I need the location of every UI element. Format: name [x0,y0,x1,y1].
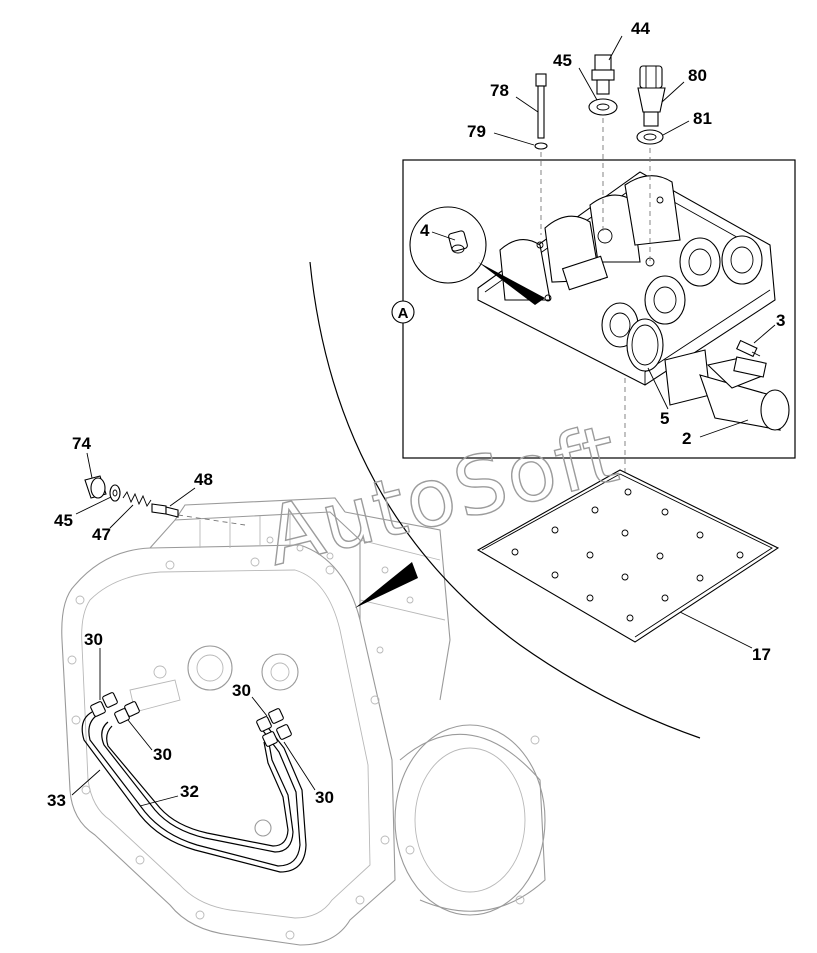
part-81-washer [636,129,664,145]
callout-30-a: 30 [84,630,103,649]
callout-74: 74 [72,434,91,453]
pipe-assembly [81,692,307,873]
part-47-spring [122,491,152,507]
callout-4: 4 [420,221,430,240]
detail-pointer [355,562,418,608]
callout-30-c: 30 [153,745,172,764]
part-45-washer-left [109,484,121,502]
leader-lines [71,35,776,807]
callout-2: 2 [682,429,691,448]
callout-30-b: 30 [232,681,251,700]
callout-79: 79 [467,122,486,141]
part-3-screw [735,339,761,358]
part-4-magnifier [409,206,545,305]
part-17-gasket [476,469,780,643]
valve-block [477,171,776,386]
part-5-seal [626,318,664,372]
part-74-plug [84,475,107,499]
part-79-washer [534,142,548,150]
view-marker-label: A [398,305,409,322]
callout-3: 3 [776,311,785,330]
part-2-solenoid [664,349,790,431]
view-marker-a: A [391,300,415,324]
centreline-48 [177,514,246,526]
transmission-housing [61,497,546,946]
part-80-sensor [637,65,666,127]
callout-5: 5 [660,409,669,428]
part-48-plunger [151,503,179,518]
part-78-bolt [535,73,547,139]
callout-48: 48 [194,470,213,489]
callout-33: 33 [47,791,66,810]
callout-30-d: 30 [315,788,334,807]
callout-44: 44 [631,19,650,38]
callout-45-left: 45 [54,511,73,530]
callout-45-top: 45 [553,51,572,70]
callout-47: 47 [92,525,111,544]
callout-32: 32 [180,782,199,801]
detail-arc [309,261,701,739]
callout-78: 78 [490,81,509,100]
part-32-pipe [101,721,294,853]
part-33-pipe [81,711,307,873]
part-44-sensor [591,54,615,95]
callout-81: 81 [693,109,712,128]
part-45-washer-top [588,98,618,116]
callout-80: 80 [688,66,707,85]
callout-17: 17 [752,645,771,664]
